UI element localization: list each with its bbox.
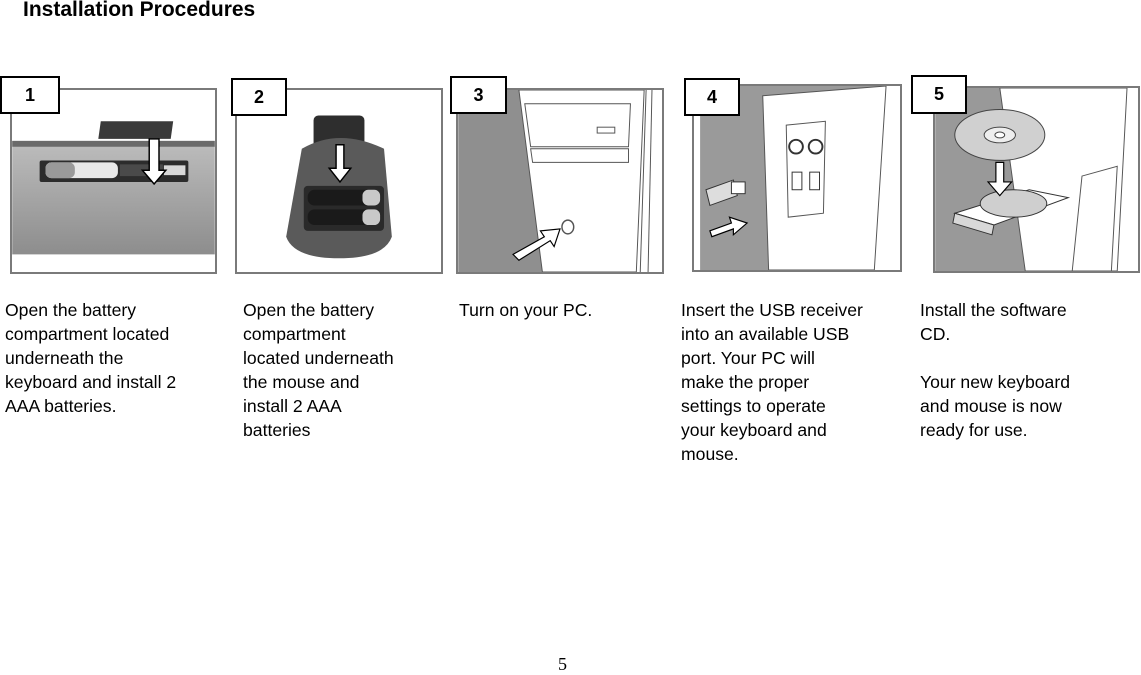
cd-drive-icon [935,88,1128,271]
step-number-badge: 4 [684,78,740,116]
page-title: Installation Procedures [23,0,256,21]
step-description: Open the battery compartment located und… [243,300,394,440]
page-number: 5 [558,654,567,674]
mouse-battery-illustration [235,88,443,274]
step-number-badge: 3 [450,76,507,114]
pc-power-illustration [456,88,664,274]
pc-power-button-icon [458,90,653,272]
step-description: Install the software CD. Your new keyboa… [920,300,1070,440]
usb-port-icon [700,86,887,270]
step-number-badge: 2 [231,78,287,116]
step-number-badge: 1 [0,76,60,114]
step-description: Turn on your PC. [459,300,593,320]
step-description: Open the battery compartment located und… [5,300,177,416]
keyboard-battery-icon [12,121,215,255]
mouse-battery-icon [286,115,392,259]
usb-receiver-illustration [692,84,902,272]
software-cd-illustration [933,86,1140,273]
keyboard-battery-illustration [10,88,217,274]
step-description: Insert the USB receiver into an availabl… [681,300,863,464]
step-number-badge: 5 [911,75,967,114]
